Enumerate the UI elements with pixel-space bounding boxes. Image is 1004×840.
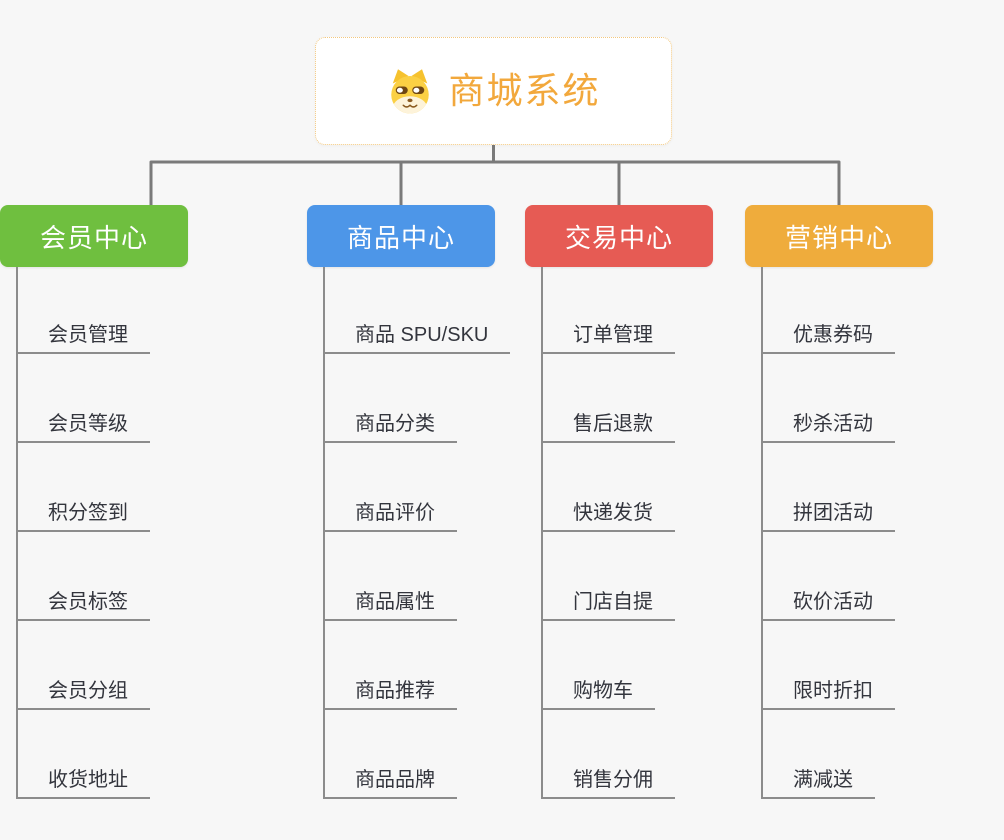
leaf-node[interactable]: 商品 SPU/SKU: [325, 267, 511, 354]
branch-node-member-center[interactable]: 会员中心: [0, 205, 188, 267]
branch-label: 商品中心: [346, 222, 455, 253]
branch-label: 会员中心: [39, 222, 148, 253]
leaf-node[interactable]: 满减送: [763, 710, 875, 799]
doge-icon: [391, 69, 430, 114]
branch-label: 交易中心: [564, 222, 673, 253]
leaf-node[interactable]: 售后退款: [543, 354, 675, 443]
leaf-node[interactable]: 限时折扣: [763, 621, 895, 710]
leaf-list-product: 商品 SPU/SKU 商品分类 商品评价 商品属性 商品推荐 商品品牌: [323, 267, 511, 799]
leaf-list-trade: 订单管理 售后退款 快递发货 门店自提 购物车 销售分佣: [541, 267, 675, 799]
leaf-node[interactable]: 秒杀活动: [763, 354, 895, 443]
branch-label: 营销中心: [784, 222, 893, 253]
leaf-node[interactable]: 收货地址: [18, 710, 150, 799]
leaf-node[interactable]: 销售分佣: [543, 710, 675, 799]
branch-node-trade-center[interactable]: 交易中心: [525, 205, 713, 267]
leaf-node[interactable]: 订单管理: [543, 267, 675, 354]
leaf-node[interactable]: 快递发货: [543, 443, 675, 532]
branch-node-marketing-center[interactable]: 营销中心: [745, 205, 933, 267]
leaf-node[interactable]: 商品分类: [325, 354, 457, 443]
leaf-node[interactable]: 门店自提: [543, 532, 675, 621]
leaf-list-member: 会员管理 会员等级 积分签到 会员标签 会员分组 收货地址: [16, 267, 150, 799]
branch-trade-center: 交易中心 订单管理 售后退款 快递发货 门店自提 购物车 销售分佣: [525, 205, 713, 799]
branch-member-center: 会员中心 会员管理 会员等级 积分签到 会员标签 会员分组 收货地址: [0, 205, 188, 799]
leaf-node[interactable]: 优惠券码: [763, 267, 895, 354]
root-title: 商城系统: [448, 70, 601, 111]
leaf-node[interactable]: 会员分组: [18, 621, 150, 710]
branch-marketing-center: 营销中心 优惠券码 秒杀活动 拼团活动 砍价活动 限时折扣 满减送: [745, 205, 933, 799]
leaf-node[interactable]: 会员等级: [18, 354, 150, 443]
root-node[interactable]: 商城系统: [315, 37, 672, 145]
leaf-node[interactable]: 积分签到: [18, 443, 150, 532]
leaf-node[interactable]: 商品属性: [325, 532, 457, 621]
leaf-node[interactable]: 会员标签: [18, 532, 150, 621]
leaf-node[interactable]: 拼团活动: [763, 443, 895, 532]
leaf-node[interactable]: 商品品牌: [325, 710, 457, 799]
leaf-node[interactable]: 商品推荐: [325, 621, 457, 710]
leaf-node[interactable]: 商品评价: [325, 443, 457, 532]
branch-product-center: 商品中心 商品 SPU/SKU 商品分类 商品评价 商品属性 商品推荐 商品品牌: [307, 205, 511, 799]
leaf-node[interactable]: 会员管理: [18, 267, 150, 354]
branch-node-product-center[interactable]: 商品中心: [307, 205, 495, 267]
leaf-list-marketing: 优惠券码 秒杀活动 拼团活动 砍价活动 限时折扣 满减送: [761, 267, 895, 799]
leaf-node[interactable]: 砍价活动: [763, 532, 895, 621]
leaf-node[interactable]: 购物车: [543, 621, 655, 710]
